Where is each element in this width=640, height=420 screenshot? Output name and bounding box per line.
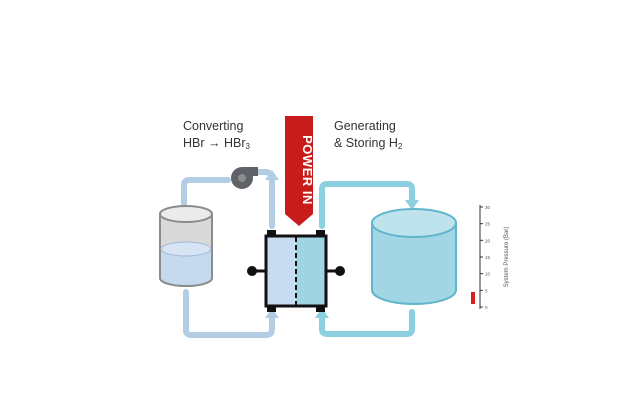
left-terminal-icon: [247, 266, 257, 276]
flow-cell: [247, 230, 345, 312]
right-terminal-icon: [335, 266, 345, 276]
left-caption-line1: Converting: [183, 119, 244, 133]
right-caption-line1: Generating: [334, 119, 396, 133]
left-caption-formula: HBr → HBr: [183, 136, 246, 150]
right-loop-pipes: [319, 181, 415, 337]
right-arrow-down-into-tank: [405, 200, 419, 210]
left-caption-line2: HBr → HBr3: [183, 135, 250, 152]
right-arrow-up-into-cell: [315, 308, 329, 318]
left-caption-subscript: 3: [245, 142, 250, 151]
pressure-level-bar: [471, 292, 475, 304]
power-in-arrow: POWER IN: [285, 116, 315, 226]
right-caption-subscript: 2: [397, 142, 403, 151]
right-caption-line2: & Storing H2: [334, 135, 402, 152]
gauge-tick-label: 20: [485, 238, 491, 243]
pressure-gauge-label: System Pressure (Bar): [504, 227, 510, 288]
gauge-tick-label: 15: [485, 255, 491, 260]
pump-icon: [231, 167, 258, 189]
left-caption: Converting HBr → HBr3: [183, 118, 250, 152]
gauge-tick-label: 5: [485, 288, 488, 293]
gauge-tick-label: 10: [485, 272, 491, 277]
left-arrow-up-into-cell: [265, 308, 279, 318]
right-caption: Generating & Storing H2: [334, 118, 402, 152]
right-tank: [371, 208, 457, 305]
left-tank: [159, 205, 213, 287]
gauge-tick-label: 0: [485, 305, 488, 310]
pressure-gauge: 0 5 10 15 20 25 30 System Pressure (Bar): [471, 205, 510, 310]
right-loop-arrowheads: [315, 200, 419, 318]
left-loop-arrowheads: [265, 170, 279, 318]
left-arrow-down-into-cell: [265, 170, 279, 180]
left-tank-liquid: [161, 249, 211, 286]
gauge-tick-label: 30: [485, 205, 491, 210]
power-in-label: POWER IN: [300, 135, 315, 205]
gauge-tick-label: 25: [485, 222, 491, 227]
right-caption-formula: & Storing H: [334, 136, 398, 150]
